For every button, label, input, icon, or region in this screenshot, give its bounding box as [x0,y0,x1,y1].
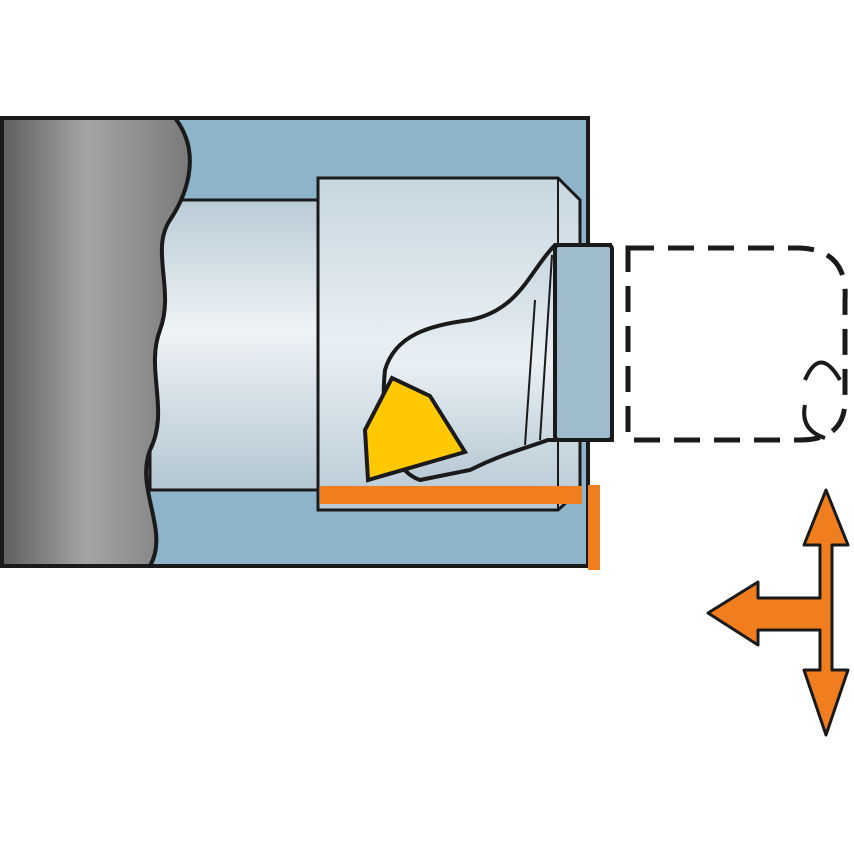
orange-triple-arrow-icon [706,488,850,737]
workpiece-outline-dashed [625,245,848,443]
head-edge [539,254,553,441]
outline-detail [803,360,842,382]
head-spigot [553,243,614,442]
bore-surface [148,198,327,492]
tool-shank [0,116,192,568]
outline-detail [802,404,826,440]
cutting-insert [362,375,469,483]
machined-surface-line [320,486,582,504]
machined-face-line [588,485,600,570]
head-edge [524,299,536,446]
